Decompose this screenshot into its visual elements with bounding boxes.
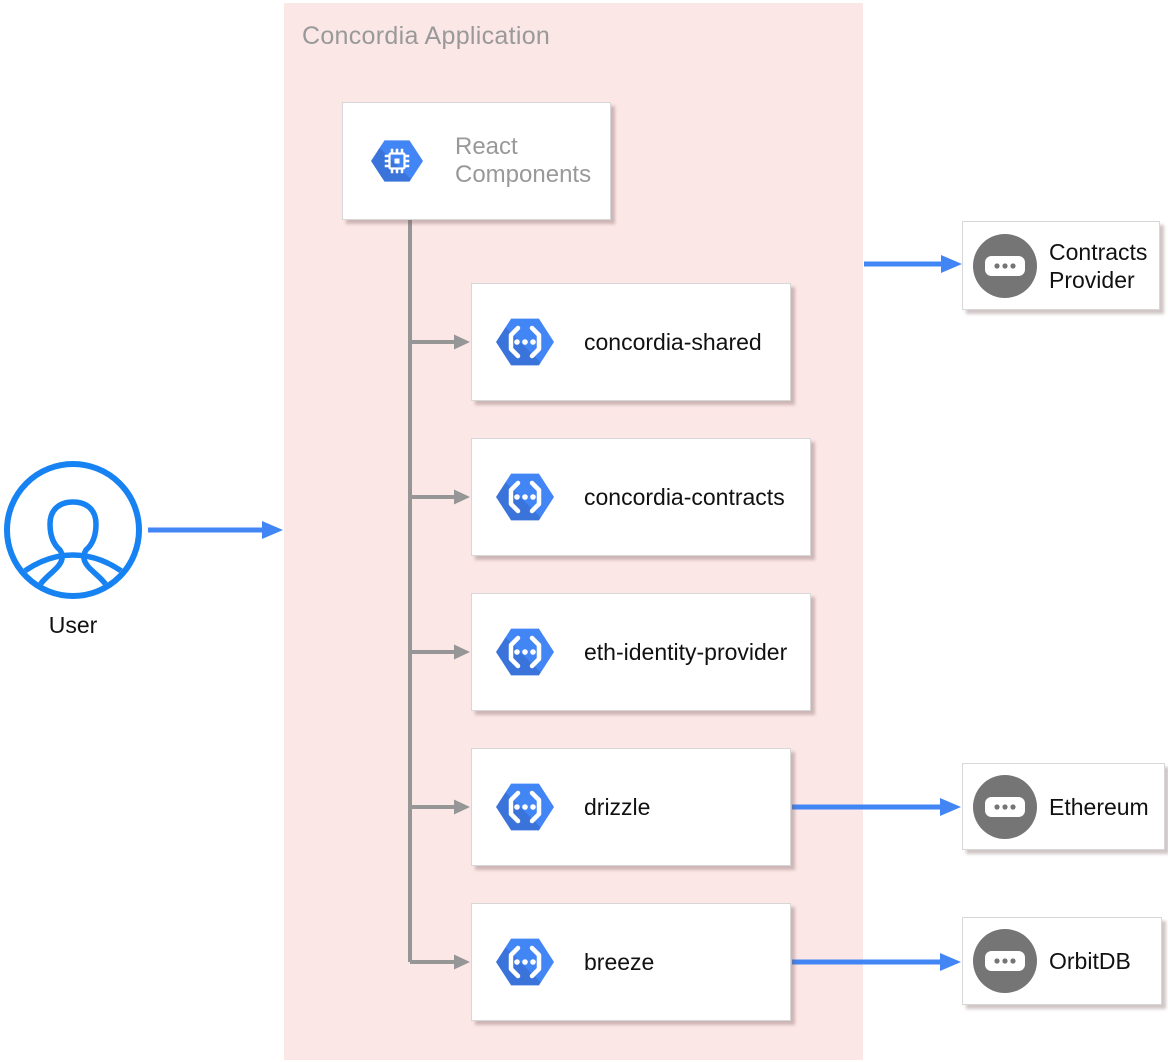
module-node-concordia-contracts: concordia-contracts <box>471 438 811 556</box>
code-brackets-icon <box>496 473 554 521</box>
react-components-label: React Components <box>455 133 592 188</box>
code-brackets-icon <box>496 783 554 831</box>
external-label: Contracts Provider <box>1049 238 1148 293</box>
module-label: eth-identity-provider <box>584 638 788 665</box>
external-label: OrbitDB <box>1049 948 1131 974</box>
external-node-orbitdb: OrbitDB <box>962 917 1162 1005</box>
react-components-node: React Components <box>342 102 611 220</box>
user-label: User <box>48 612 98 638</box>
code-brackets-icon <box>496 938 554 986</box>
module-label: concordia-shared <box>584 328 762 355</box>
dots-chip-icon <box>973 774 1037 839</box>
module-label: concordia-contracts <box>584 483 785 510</box>
module-label: breeze <box>584 948 655 975</box>
external-node-ethereum: Ethereum <box>962 763 1165 850</box>
container-title: Concordia Application <box>302 22 551 50</box>
module-node-breeze: breeze <box>471 903 791 1021</box>
code-brackets-icon <box>496 628 554 676</box>
module-label: drizzle <box>584 793 651 820</box>
code-brackets-icon <box>496 318 554 366</box>
dots-chip-icon <box>973 929 1037 993</box>
module-node-concordia-shared: concordia-shared <box>471 283 791 401</box>
person-icon <box>4 461 142 599</box>
dots-chip-icon <box>973 233 1037 298</box>
external-label: Ethereum <box>1049 793 1149 820</box>
module-node-drizzle: drizzle <box>471 748 791 866</box>
external-node-contracts-provider: Contracts Provider <box>962 221 1160 310</box>
chip-icon <box>371 140 423 182</box>
module-node-eth-identity-provider: eth-identity-provider <box>471 593 811 711</box>
